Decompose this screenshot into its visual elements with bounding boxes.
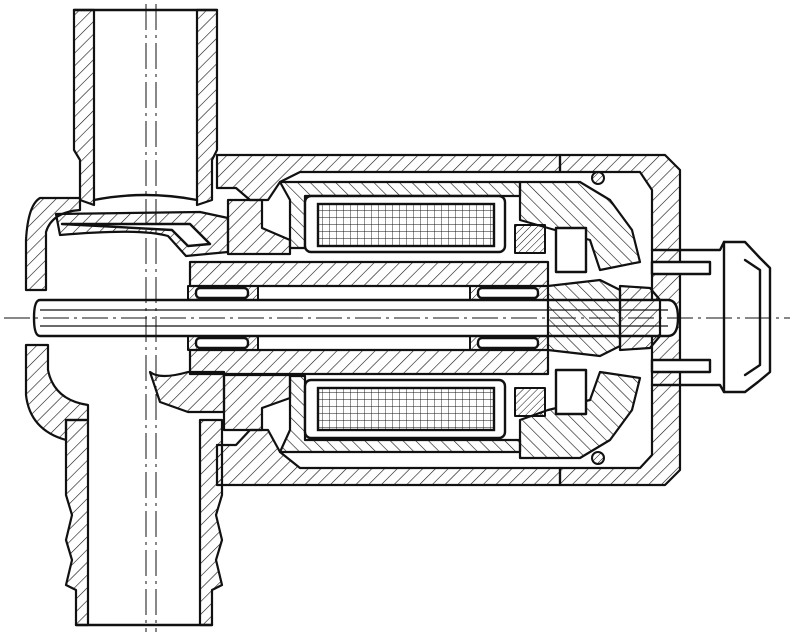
stator-coil-top [303, 194, 507, 254]
center-lines [4, 4, 790, 632]
pump-housing [24, 196, 230, 442]
outlet-pipe [64, 418, 224, 627]
electrical-connector [650, 240, 772, 394]
bearing-left [187, 285, 259, 351]
inlet-pipe [72, 8, 219, 207]
bearing-right [469, 285, 549, 351]
stator-coil-bottom [303, 378, 507, 440]
